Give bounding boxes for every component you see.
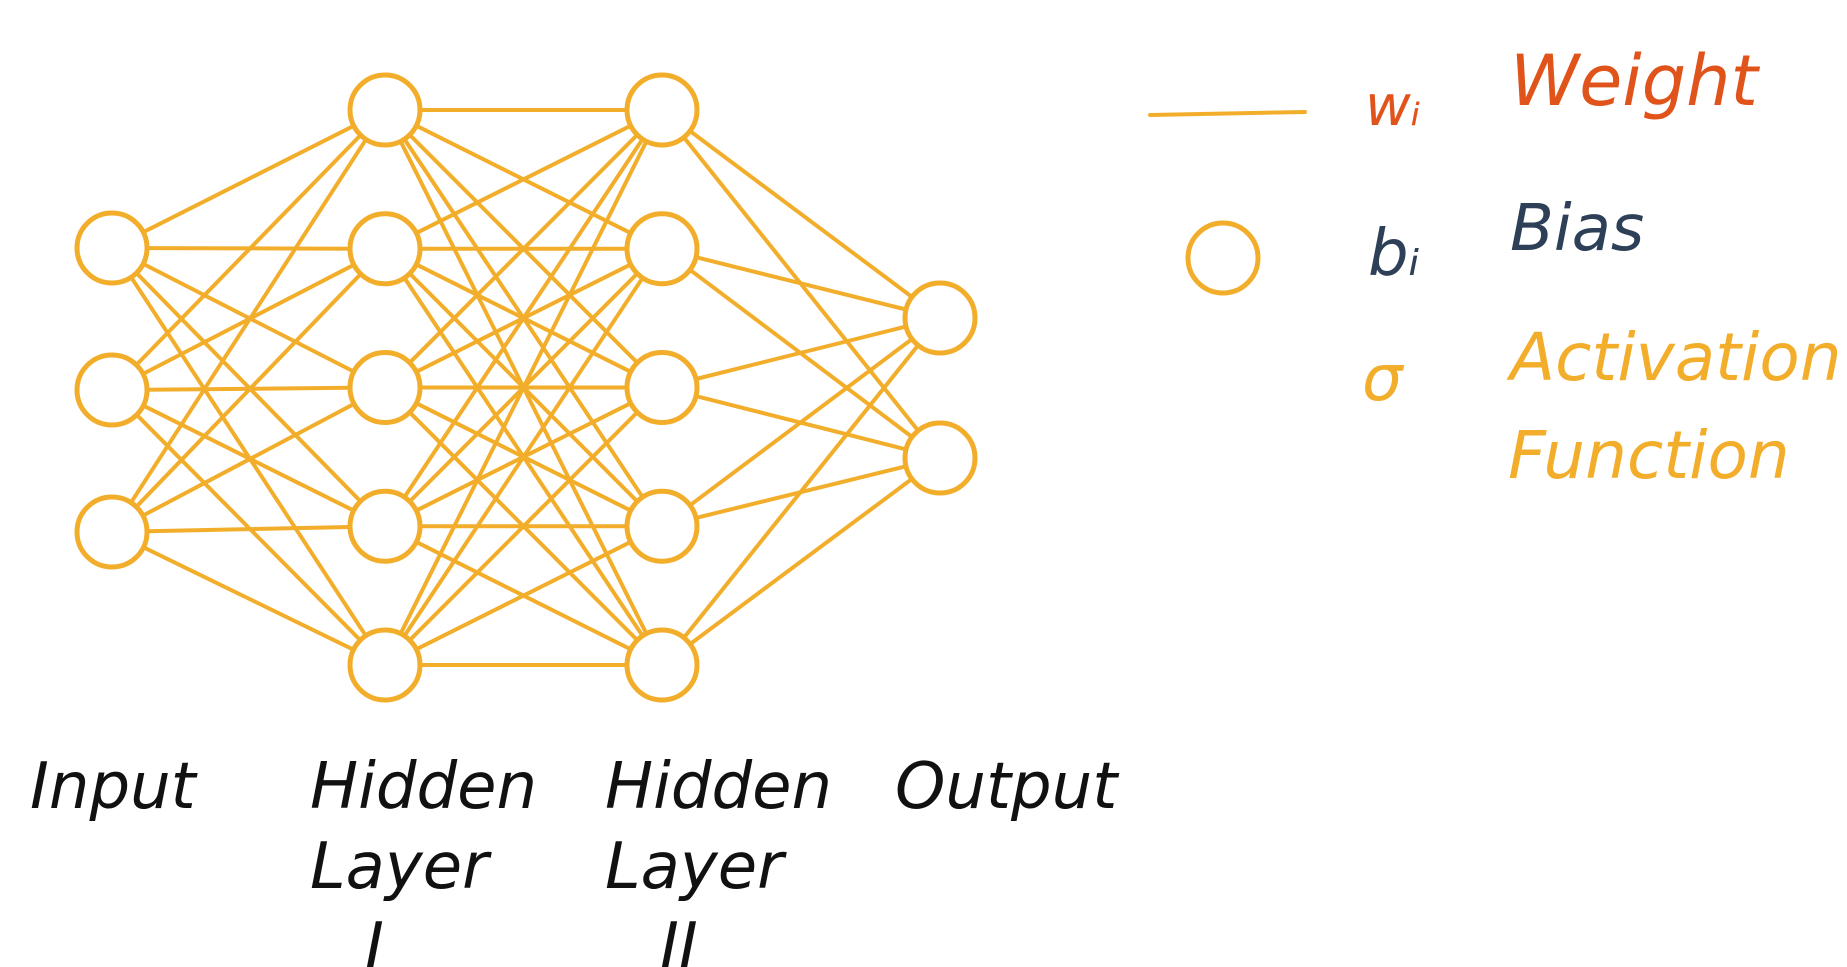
legend-activation-symbol: σ [1362, 342, 1405, 416]
weight-edge-hidden-2-4-to-output-1 [688, 476, 914, 647]
weight-edge-hidden-1-4-to-hidden-2-1 [402, 275, 645, 638]
weight-edge-input-2-to-hidden-1-3 [145, 525, 352, 534]
layer-label-hidden-2-line-2: Layer [605, 830, 787, 904]
legend-activation-label-line-2: Function [1508, 417, 1790, 494]
neuron-output-1 [902, 420, 978, 496]
neuron-hidden-1-3 [347, 488, 423, 564]
neuron-hidden-1-0 [347, 72, 423, 148]
weight-edge-hidden-1-4-to-hidden-2-3 [414, 539, 633, 652]
weight-edge-input-2-to-hidden-1-4 [141, 545, 356, 652]
weight-edge-hidden-1-3-to-hidden-2-0 [402, 137, 645, 500]
neuron-hidden-1-1 [347, 211, 423, 287]
weight-edge-input-1-to-hidden-1-0 [134, 133, 363, 367]
weight-edge-hidden-1-2-to-hidden-2-0 [407, 132, 640, 365]
layer-label-hidden-1-line-1: Hidden [310, 750, 537, 824]
weight-edge-hidden-2-2-to-output-0 [694, 324, 908, 381]
weight-edge-input-2-to-hidden-1-2 [140, 401, 357, 518]
weight-edge-hidden-1-4-to-hidden-2-0 [398, 139, 649, 636]
legend-bias-circle [1185, 220, 1261, 296]
neuron-input-2 [74, 494, 150, 570]
layer-label-hidden-2-line-3: II [660, 910, 698, 967]
neuron-input-1 [74, 352, 150, 428]
weight-edge-hidden-2-1-to-output-0 [694, 255, 908, 312]
legend-weight-line [1148, 110, 1307, 117]
weight-edge-hidden-2-0-to-output-0 [688, 129, 914, 299]
neuron-hidden-2-2 [624, 350, 700, 425]
legend-activation-label-line-1: Activation [1506, 319, 1842, 396]
weight-edge-hidden-2-4-to-output-0 [681, 343, 921, 640]
neuron-hidden-2-1 [624, 211, 700, 287]
neuron-hidden-2-4 [624, 627, 700, 703]
neuron-output-0 [902, 280, 978, 356]
layer-label-output-line-1: Output [895, 750, 1120, 824]
weight-edge-input-2-to-hidden-1-0 [129, 137, 368, 505]
neuron-hidden-2-0 [624, 72, 700, 148]
legend-weight-label: Weight [1510, 40, 1761, 122]
weight-edges [129, 108, 921, 667]
weight-edge-input-0-to-hidden-1-0 [141, 123, 356, 235]
legend-bias-label: Bias [1510, 192, 1644, 266]
neuron-input-0 [74, 210, 150, 286]
neuron-hidden-2-3 [624, 488, 700, 564]
layer-label-hidden-2-line-1: Hidden [605, 750, 832, 824]
neuron-nodes [74, 72, 978, 703]
weight-edge-hidden-1-1-to-hidden-2-0 [414, 123, 633, 236]
layer-label-hidden-1-line-2: Layer [310, 830, 492, 904]
layer-label-input-line-1: Input [30, 750, 199, 824]
legend-weight-symbol: wᵢ [1365, 74, 1421, 139]
legend-bias-symbol: bᵢ [1368, 217, 1420, 291]
neuron-hidden-1-4 [347, 627, 423, 703]
weight-edge-hidden-1-4-to-hidden-2-2 [407, 410, 640, 643]
weight-edge-input-2-to-hidden-1-1 [134, 272, 363, 509]
neuron-hidden-1-2 [347, 350, 423, 425]
layer-label-hidden-1-line-3: I [365, 910, 384, 967]
legend: wᵢ Weight bᵢ Bias σ Activation Function [1148, 40, 1842, 494]
weight-edge-hidden-2-3-to-output-0 [688, 337, 914, 508]
